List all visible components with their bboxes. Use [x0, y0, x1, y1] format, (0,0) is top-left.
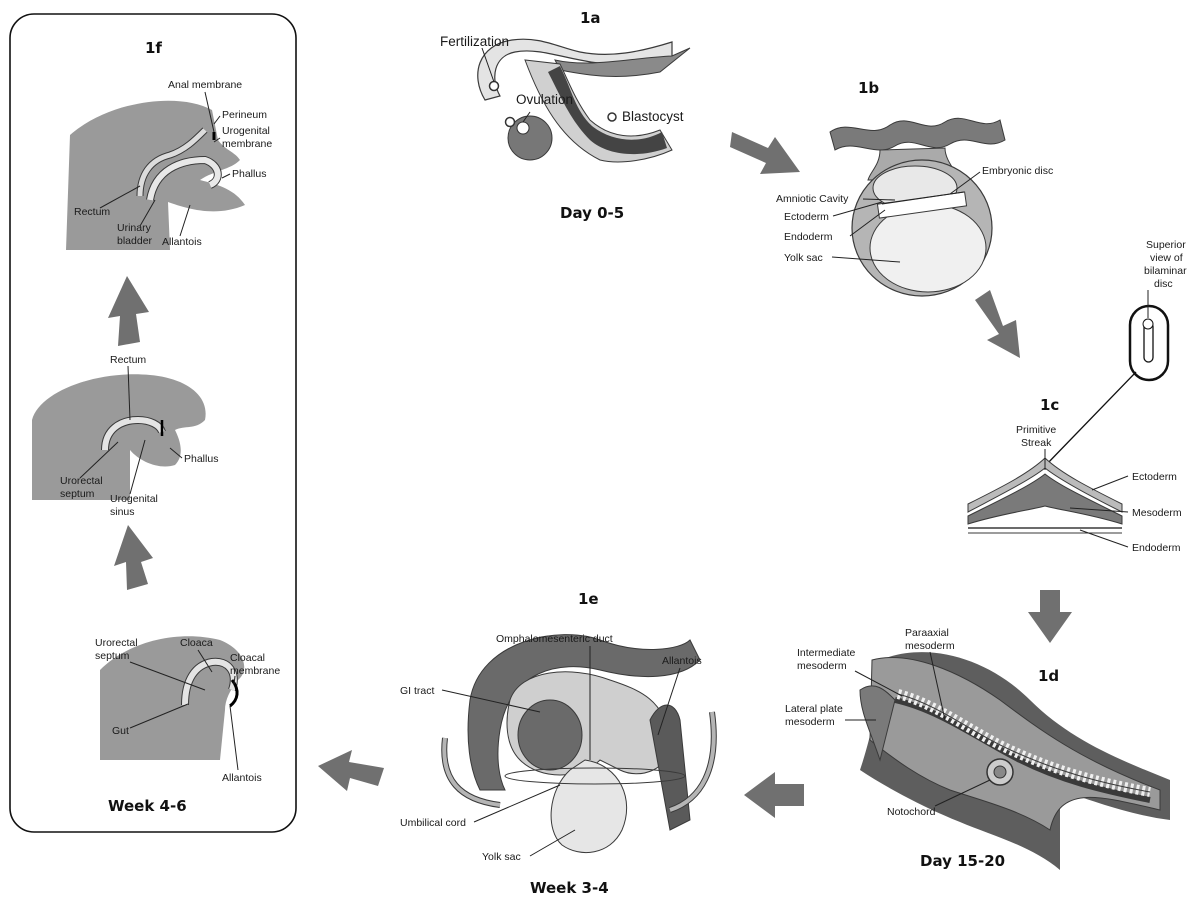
sagittal-bottom: Urorectal septum Cloaca Cloacal membrane…: [95, 636, 280, 784]
panel-1f-id: 1f: [145, 39, 162, 57]
panel-1b-id: 1b: [858, 79, 879, 97]
panel-1c-id: 1c: [1040, 396, 1059, 414]
leader-perineum: [214, 116, 220, 124]
label-urogenital-sinus-1: Urogenital: [110, 493, 158, 505]
arrow-1b-to-1c: [975, 290, 1020, 358]
label-cloacal-membrane-2: membrane: [230, 665, 280, 677]
label-endoderm-1c: Endoderm: [1132, 542, 1181, 554]
panel-1c: 1c Superior view of bilaminar disc Primi…: [968, 239, 1187, 554]
zygote: [506, 118, 515, 127]
arrow-1d-to-1e: [744, 772, 804, 818]
label-cloacal-membrane-1: Cloacal: [230, 652, 265, 664]
label-phallus-top: Phallus: [232, 168, 266, 180]
label-ectoderm-1c: Ectoderm: [1132, 471, 1177, 483]
label-umbilical-cord: Umbilical cord: [400, 817, 466, 829]
arrow-1a-to-1b: [730, 132, 800, 174]
label-primitive-2: Streak: [1021, 437, 1052, 449]
arrow-1c-to-1d: [1028, 590, 1072, 643]
panel-1b: 1b Embryonic disc Amniotic Cavity Ectode…: [776, 79, 1053, 296]
notochord-inner: [994, 766, 1006, 778]
ovulation-follicle: [517, 122, 529, 134]
head-1e: [518, 700, 582, 770]
leader-ectoderm-1c: [1092, 476, 1128, 490]
label-gut: Gut: [112, 725, 129, 737]
panel-1a: 1a Fertilization Ovulation Blastocyst Da…: [440, 9, 690, 222]
panel-1f: 1f Anal membrane Perineum Urogenital mem…: [10, 14, 296, 832]
caption-1d: Day 15-20: [920, 852, 1005, 870]
label-urinary-bladder-2: bladder: [117, 235, 153, 247]
superior-view-node: [1143, 319, 1153, 329]
label-ectoderm-1b: Ectoderm: [784, 211, 829, 223]
arrow-1e-to-1f: [318, 750, 384, 791]
label-superior-1: Superior: [1146, 239, 1186, 251]
panel-1d-id: 1d: [1038, 667, 1059, 685]
label-yolk-sac-1e: Yolk sac: [482, 851, 521, 863]
label-omphalomesenteric: Omphalomesenteric duct: [496, 633, 613, 645]
projection-line: [1045, 372, 1136, 466]
label-paraaxial-1: Paraaxial: [905, 627, 949, 639]
sagittal-middle-body: [32, 374, 206, 500]
leader-phallus-top: [222, 174, 230, 178]
label-cloaca: Cloaca: [180, 637, 213, 649]
label-rectum-top: Rectum: [74, 206, 110, 218]
panel-1e: 1e Omphalomesenteric duct GI tract Allan…: [400, 590, 714, 897]
arrow-1f-bottom-to-middle: [114, 525, 153, 590]
panel-1a-id: 1a: [580, 9, 601, 27]
label-perineum: Perineum: [222, 109, 267, 121]
label-amniotic-cavity: Amniotic Cavity: [776, 193, 849, 205]
sagittal-top: Anal membrane Perineum Urogenital membra…: [66, 79, 272, 250]
label-allantois-bottom: Allantois: [222, 772, 262, 784]
label-endoderm-1b: Endoderm: [784, 231, 833, 243]
label-paraaxial-2: mesoderm: [905, 640, 955, 652]
arrow-1f-middle-to-top: [108, 276, 149, 346]
label-urogenital-sinus-2: sinus: [110, 506, 135, 518]
sagittal-middle: Rectum Phallus Urorectal septum Urogenit…: [32, 354, 218, 518]
label-urorectal-middle-2: septum: [60, 488, 95, 500]
label-urogenital-membrane-2: membrane: [222, 138, 272, 150]
label-urorectal-bottom-2: septum: [95, 650, 130, 662]
label-allantois-top: Allantois: [162, 236, 202, 248]
label-anal-membrane: Anal membrane: [168, 79, 242, 91]
label-gi-tract: GI tract: [400, 685, 435, 697]
label-lateral-1: Lateral plate: [785, 703, 843, 715]
label-rectum-middle: Rectum: [110, 354, 146, 366]
label-fertilization: Fertilization: [440, 34, 509, 49]
label-intermediate-1: Intermediate: [797, 647, 856, 659]
label-notochord: Notochord: [887, 806, 936, 818]
label-superior-2: view of: [1150, 252, 1183, 264]
panel-1d: 1d Intermediate mesoderm Paraaxial mesod…: [785, 627, 1170, 870]
label-mesoderm-1c: Mesoderm: [1132, 507, 1182, 519]
leader-allantois-top: [180, 205, 190, 236]
uterine-tissue: [830, 118, 1005, 150]
label-phallus-middle: Phallus: [184, 453, 218, 465]
label-superior-3: bilaminar: [1144, 265, 1187, 277]
label-blastocyst: Blastocyst: [622, 109, 684, 124]
label-intermediate-2: mesoderm: [797, 660, 847, 672]
label-yolk-sac-1b: Yolk sac: [784, 252, 823, 264]
label-lateral-2: mesoderm: [785, 716, 835, 728]
leader-allantois-bottom: [230, 706, 238, 770]
blastocyst-point: [608, 113, 616, 121]
label-primitive-1: Primitive: [1016, 424, 1056, 436]
panel-1e-id: 1e: [578, 590, 599, 608]
fertilization-point: [490, 82, 499, 91]
caption-1e: Week 3-4: [530, 879, 609, 897]
caption-1a: Day 0-5: [560, 204, 624, 222]
label-embryonic-disc: Embryonic disc: [982, 165, 1053, 177]
label-urinary-bladder-1: Urinary: [117, 222, 152, 234]
caption-1f: Week 4-6: [108, 797, 187, 815]
label-urorectal-bottom-1: Urorectal: [95, 637, 138, 649]
label-superior-4: disc: [1154, 278, 1173, 290]
label-urogenital-membrane-1: Urogenital: [222, 125, 270, 137]
label-allantois-1e: Allantois: [662, 655, 702, 667]
label-ovulation: Ovulation: [516, 92, 573, 107]
